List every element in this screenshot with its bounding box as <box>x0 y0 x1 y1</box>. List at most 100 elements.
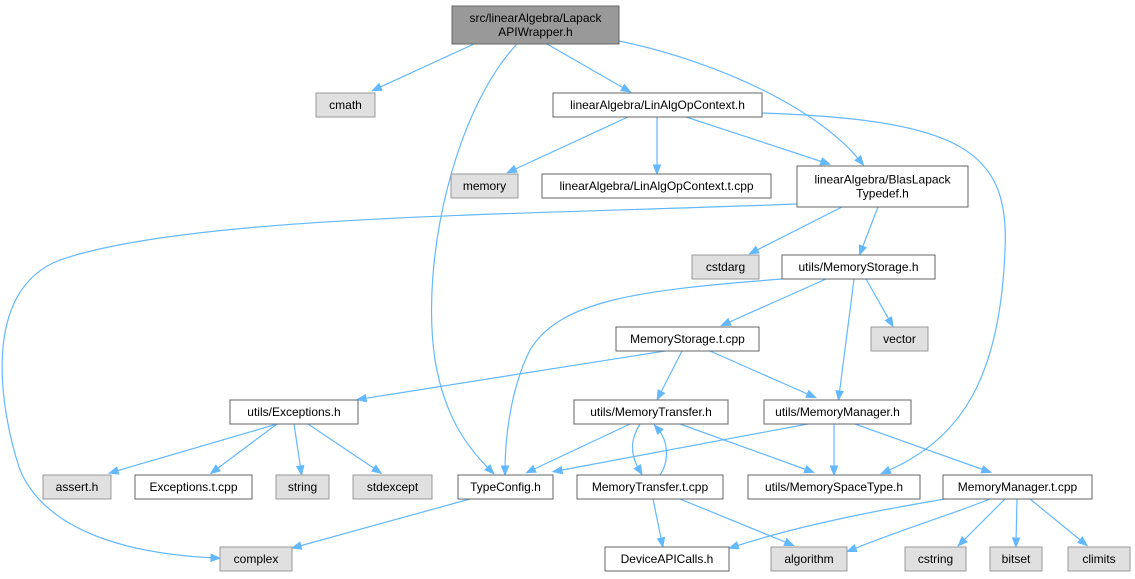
edge-arrowhead <box>209 464 222 475</box>
edge-memstorage-to-memstoraget <box>720 278 827 327</box>
node-memmanager[interactable]: utils/MemoryManager.h <box>763 399 912 425</box>
node-asserth: assert.h <box>42 474 112 500</box>
node-stdexcept: stdexcept <box>352 474 433 500</box>
edge-line <box>850 498 991 551</box>
node-memmanagert[interactable]: MemoryManager.t.cpp <box>942 474 1093 500</box>
node-box <box>615 326 760 352</box>
node-exceptions[interactable]: utils/Exceptions.h <box>229 399 359 425</box>
edge-line <box>838 278 855 397</box>
node-box <box>904 546 967 572</box>
edge-memtransfert-to-algorithm <box>679 498 795 547</box>
node-box <box>1067 546 1131 572</box>
edge-arrowhead <box>727 541 740 550</box>
edge-memmanager-to-memmanagert <box>854 423 993 474</box>
edge-memmanagert-to-bitset <box>1011 498 1021 549</box>
node-climits: climits <box>1067 546 1131 572</box>
edge-line <box>375 43 475 90</box>
edge-line <box>430 43 518 472</box>
node-label: utils/MemoryTransfer.h <box>590 405 712 419</box>
edge-line <box>724 278 827 325</box>
node-memtransfer[interactable]: utils/MemoryTransfer.h <box>573 399 729 425</box>
edge-line <box>1029 498 1085 544</box>
edge-line <box>732 498 946 548</box>
edge-memmanager-to-memspacetype <box>829 424 839 477</box>
node-label: climits <box>1082 552 1115 566</box>
node-label: src/linearAlgebra/Lapack <box>469 11 602 25</box>
node-linalgopt[interactable]: linearAlgebra/LinAlgOpContext.t.cpp <box>541 173 772 199</box>
edge-memtransfer-to-memtransfert <box>631 423 643 476</box>
edge-linalgop-to-memory <box>506 116 629 174</box>
edge-line <box>860 206 879 252</box>
edge-linalgop-to-linalgopt <box>652 117 662 176</box>
edge-root-to-typeconfig <box>430 43 518 475</box>
edge-line <box>685 116 827 164</box>
edge-line <box>510 116 629 172</box>
node-label: utils/Exceptions.h <box>247 405 340 419</box>
edge-arrowhead <box>846 543 858 553</box>
edge-root-to-cmath <box>371 43 475 92</box>
node-exceptionst[interactable]: Exceptions.t.cpp <box>134 474 253 500</box>
node-box <box>315 92 376 118</box>
edge-memtransfer-to-memspacetype <box>679 423 816 474</box>
edge-line <box>618 40 862 163</box>
edge-exceptions-to-string <box>293 423 305 477</box>
node-linalgop[interactable]: linearAlgebra/LinAlgOpContext.h <box>552 92 763 118</box>
edge-line <box>631 423 641 472</box>
edge-line <box>960 498 1006 544</box>
edge-memstorage-to-vector <box>865 278 894 328</box>
edge-arrowhead <box>720 317 732 327</box>
node-memstorage[interactable]: utils/MemoryStorage.h <box>781 254 936 280</box>
node-memstoraget[interactable]: MemoryStorage.t.cpp <box>615 326 760 352</box>
node-memtransfert[interactable]: MemoryTransfer.t.cpp <box>576 474 724 500</box>
node-memspacetype[interactable]: utils/MemorySpaceType.h <box>747 474 921 500</box>
node-label: cstring <box>918 552 953 566</box>
node-label: cmath <box>329 98 362 112</box>
edge-exceptions-to-asserth <box>107 423 278 475</box>
node-box <box>352 474 433 500</box>
edge-arrowhead <box>525 464 537 474</box>
edge-memmanager-to-typeconfig <box>551 423 809 475</box>
edge-arrowhead <box>805 389 817 399</box>
edge-blaslapack-to-cstdarg <box>748 206 843 255</box>
node-label: MemoryManager.t.cpp <box>958 480 1078 494</box>
edge-line <box>213 423 278 472</box>
node-label: MemoryStorage.t.cpp <box>630 332 745 346</box>
node-label: string <box>288 480 317 494</box>
edge-arrowhead <box>551 465 564 475</box>
edge-arrowhead <box>295 464 305 477</box>
node-box <box>451 5 620 45</box>
edge-line <box>556 423 809 472</box>
edge-memtransfert-to-deviceapi <box>652 498 666 549</box>
edge-memstoraget-to-memtransfer <box>656 350 683 401</box>
node-box <box>229 399 359 425</box>
node-box <box>781 254 936 280</box>
node-label: utils/MemoryStorage.h <box>798 260 918 274</box>
edge-memtransfert-to-memtransfer <box>653 423 667 476</box>
node-label: stdexcept <box>367 480 419 494</box>
edge-line <box>761 112 1006 473</box>
node-box <box>604 546 730 572</box>
node-label: TypeConfig.h <box>470 480 541 494</box>
node-label: complex <box>234 552 279 566</box>
edge-arrowhead <box>371 464 383 474</box>
node-deviceapi[interactable]: DeviceAPICalls.h <box>604 546 730 572</box>
edge-arrowhead <box>355 393 368 403</box>
edge-line <box>865 278 892 324</box>
edge-arrowhead <box>210 553 222 563</box>
edge-memmanagert-to-climits <box>1029 498 1089 547</box>
node-typeconfig[interactable]: TypeConfig.h <box>457 474 554 500</box>
node-string: string <box>275 474 330 500</box>
edge-root-to-blaslapack <box>618 40 865 167</box>
edge-arrowhead <box>484 464 495 475</box>
edge-arrowhead <box>652 164 662 176</box>
edge-arrowhead <box>1011 537 1021 549</box>
edge-line <box>652 498 663 544</box>
edge-line <box>112 423 278 473</box>
edge-arrowhead <box>633 464 643 476</box>
edge-line <box>293 423 302 472</box>
node-label: linearAlgebra/BlasLapack <box>814 173 951 187</box>
edge-arrowhead <box>620 83 632 93</box>
